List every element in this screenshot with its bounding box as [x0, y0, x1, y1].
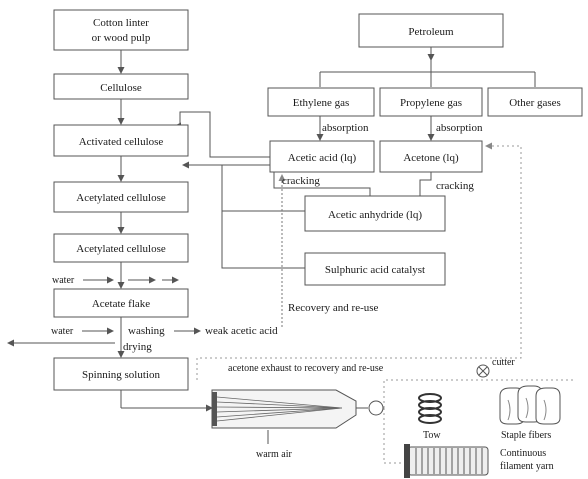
box-acetylated-cellulose-2: Acetylated cellulose — [53, 233, 189, 263]
box-ethylene-gas: Ethylene gas — [267, 87, 375, 117]
process-flow-lines — [7, 276, 201, 347]
box-other-gases: Other gases — [487, 87, 583, 117]
cracking-label-left: cracking — [282, 175, 320, 187]
water-label-bottom: water — [51, 326, 74, 337]
ethylene-label: Ethylene gas — [293, 97, 350, 109]
flake-label: Acetate flake — [92, 298, 150, 310]
cotton-line2: or wood pulp — [92, 32, 151, 44]
tow-label: Tow — [423, 430, 441, 441]
cracking-lines — [273, 172, 432, 196]
box-acetic-anhydride: Acetic anhydride (lq) — [304, 195, 446, 232]
cotton-line1: Cotton linter — [93, 17, 149, 29]
activated-label: Activated cellulose — [79, 136, 164, 148]
staple-fiber-bales-icon — [499, 385, 561, 425]
left-column-arrows — [117, 50, 213, 412]
washing-label: washing — [128, 325, 165, 337]
box-activated-cellulose: Activated cellulose — [53, 124, 189, 157]
filament-label-line1: Continuous — [500, 448, 546, 459]
warm-air-label: warm air — [256, 449, 292, 460]
box-cotton: Cotton linter or wood pulp — [53, 9, 189, 51]
box-acetone: Acetone (lq) — [379, 140, 483, 173]
filament-spool-icon — [404, 444, 489, 478]
anhydride-label: Acetic anhydride (lq) — [328, 209, 422, 221]
box-acetylated-cellulose-1: Acetylated cellulose — [53, 181, 189, 213]
cellulose-label: Cellulose — [100, 82, 142, 94]
tow-coil-icon — [418, 393, 442, 424]
absorption-label-right: absorption — [436, 122, 483, 134]
petroleum-label: Petroleum — [408, 26, 454, 38]
other-gases-label: Other gases — [509, 97, 561, 109]
cracking-label-right: cracking — [436, 180, 474, 192]
acetylated2-label: Acetylated cellulose — [76, 243, 166, 255]
propylene-label: Propylene gas — [400, 97, 462, 109]
box-acetate-flake: Acetate flake — [53, 288, 189, 318]
petroleum-branches — [316, 47, 536, 141]
cutter-icon — [476, 364, 490, 378]
acetone-label: Acetone (lq) — [403, 152, 459, 164]
drying-label: drying — [123, 341, 152, 353]
spinning-label: Spinning solution — [82, 369, 160, 381]
roller-icon — [368, 400, 384, 416]
box-spinning-solution: Spinning solution — [53, 357, 189, 391]
weak-acetic-acid-label: weak acetic acid — [205, 325, 278, 337]
box-acetic-acid: Acetic acid (lq) — [269, 140, 375, 173]
acetylated1-label: Acetylated cellulose — [76, 192, 166, 204]
catalyst-label: Sulphuric acid catalyst — [325, 264, 425, 276]
box-cellulose: Cellulose — [53, 73, 189, 100]
box-petroleum: Petroleum — [358, 13, 504, 48]
water-label-top: water — [52, 275, 75, 286]
filament-label-line2: filament yarn — [500, 461, 554, 472]
box-propylene-gas: Propylene gas — [379, 87, 483, 117]
absorption-label-left: absorption — [322, 122, 369, 134]
acetic-acid-label: Acetic acid (lq) — [288, 152, 357, 164]
staple-fibers-label: Staple fibers — [501, 430, 551, 441]
exhaust-label: acetone exhaust to recovery and re-use — [228, 363, 384, 374]
spinning-cabinet-icon — [211, 389, 357, 429]
recovery-label: Recovery and re-use — [288, 302, 379, 314]
recovery-dotted-lines — [196, 142, 522, 380]
box-sulphuric-acid-catalyst: Sulphuric acid catalyst — [304, 252, 446, 286]
cutter-label: cutter — [492, 357, 515, 368]
